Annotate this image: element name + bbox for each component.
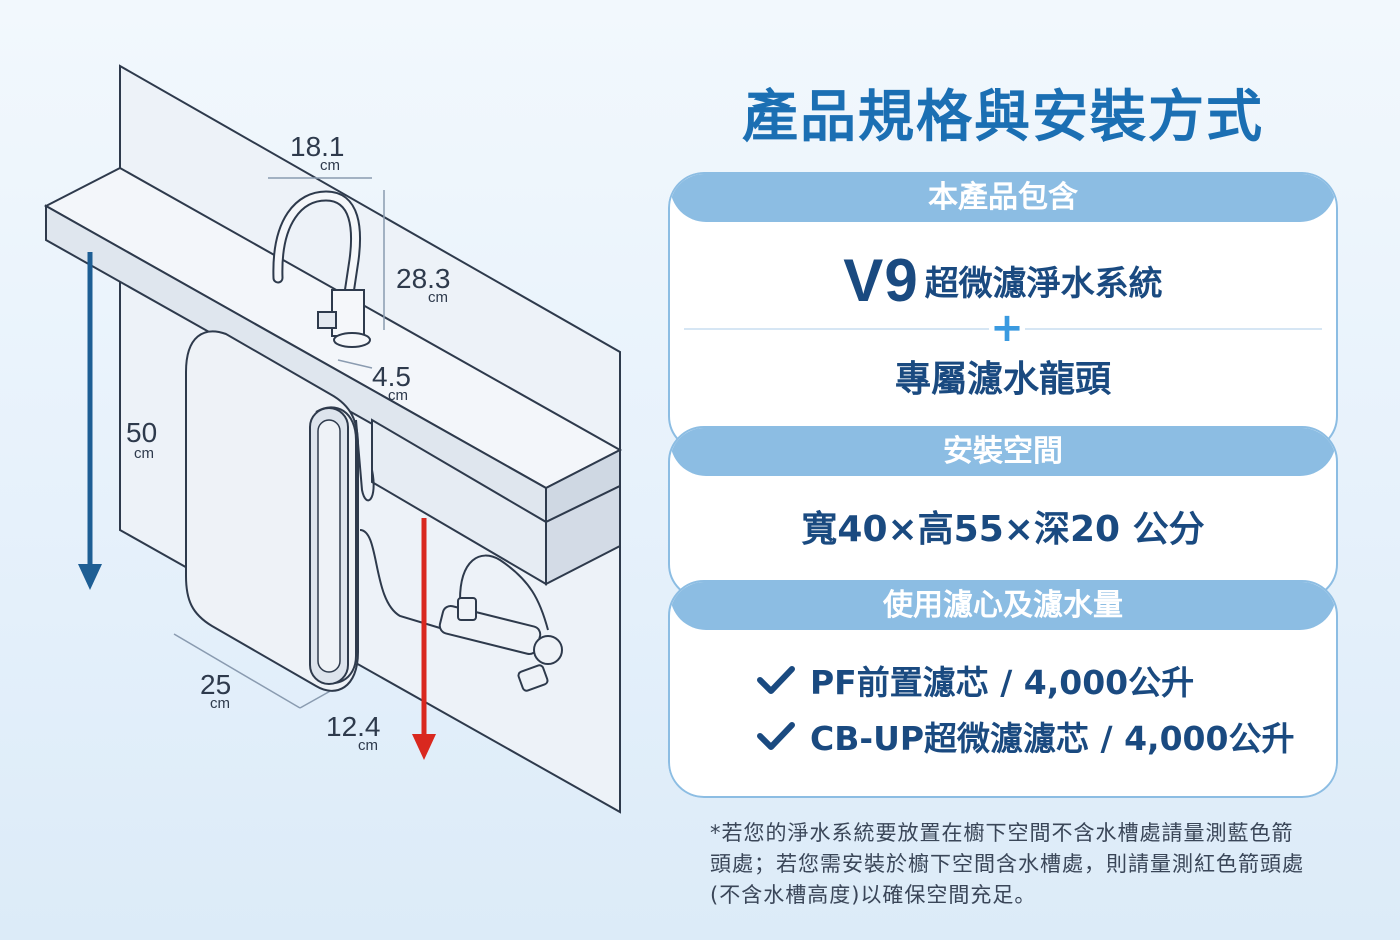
svg-text:cm: cm <box>388 387 408 404</box>
filter-item: PF前置濾芯 / 4,000公升 <box>756 656 1194 704</box>
svg-text:25: 25 <box>200 669 231 700</box>
contents-header: 本產品包含 <box>670 174 1336 222</box>
svg-text:cm: cm <box>134 445 154 462</box>
svg-text:28.3: 28.3 <box>396 263 451 294</box>
dim-cabinet-height: 50 cm <box>126 417 157 462</box>
filters-header: 使用濾心及濾水量 <box>670 582 1336 630</box>
space-section: 安裝空間 寬40×高55×深20 公分 <box>668 426 1338 600</box>
dim-unit-width: 12.4 cm <box>326 711 381 754</box>
check-icon <box>757 722 795 750</box>
dim-faucet-width: 18.1 cm <box>290 131 345 174</box>
filter-item: CB-UP超微濾濾芯 / 4,000公升 <box>756 712 1294 760</box>
red-arrow <box>412 518 436 760</box>
svg-text:cm: cm <box>428 289 448 306</box>
filter-item-label: CB-UP超微濾濾芯 / 4,000公升 <box>810 719 1295 758</box>
dim-unit-depth: 25 cm <box>200 669 231 712</box>
filter-item-label: PF前置濾芯 / 4,000公升 <box>810 663 1195 702</box>
svg-text:cm: cm <box>358 737 378 754</box>
water-tubes <box>355 419 549 631</box>
dim-faucet-base: 4.5 cm <box>372 361 411 404</box>
filters-section: 使用濾心及濾水量 PF前置濾芯 / 4,000公升 CB-UP超微濾濾芯 / 4… <box>668 580 1338 798</box>
svg-text:18.1: 18.1 <box>290 131 345 162</box>
svg-text:cm: cm <box>320 157 340 174</box>
check-icon <box>757 666 795 694</box>
footnote: *若您的淨水系統要放置在櫥下空間不含水槽處請量測藍色箭頭處；若您需安裝於櫥下空間… <box>710 821 1304 907</box>
system-name: 超微濾淨水系統 <box>924 264 1163 304</box>
page-title: 產品規格與安裝方式 <box>742 85 1264 150</box>
sink-basin-side <box>545 484 621 586</box>
space-header: 安裝空間 <box>670 428 1336 476</box>
blue-arrow <box>78 252 102 590</box>
space-dimensions: 寬40×高55×深20 公分 <box>801 509 1205 550</box>
svg-text:12.4: 12.4 <box>326 711 381 742</box>
svg-text:50: 50 <box>126 417 157 448</box>
installation-illustration: 18.1 cm 28.3 cm 4.5 cm 50 cm 25 cm 12.4 … <box>43 64 623 814</box>
filter-unit <box>185 330 359 692</box>
svg-text:4.5: 4.5 <box>372 361 411 392</box>
plus-icon: + <box>989 305 1025 351</box>
dim-faucet-height: 28.3 cm <box>396 263 451 306</box>
svg-text:cm: cm <box>210 695 230 712</box>
faucet-name: 專屬濾水龍頭 <box>894 359 1111 400</box>
prefilter-valve <box>438 597 563 692</box>
faucet <box>272 190 371 348</box>
dimension-guides <box>173 177 385 709</box>
model-name: V9 <box>843 247 919 314</box>
